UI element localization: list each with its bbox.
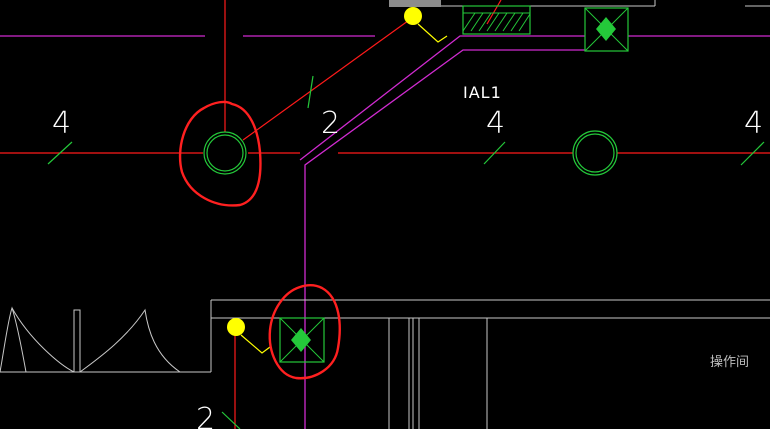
circle-light-icon[interactable]	[203, 131, 247, 175]
circuit-number-left: 4	[52, 106, 71, 141]
circuit-tick-marks	[47, 75, 765, 429]
panel-block-top	[389, 0, 441, 7]
circuit-number-middle: 2	[321, 106, 340, 141]
markup-circle-light	[178, 100, 262, 207]
diamond-emergency-light-icon[interactable]	[279, 317, 325, 363]
circuit-label-ial1: IAL1	[463, 83, 502, 102]
circuit-number-right-a: 4	[486, 106, 505, 141]
room-name-label: 操作间	[710, 354, 749, 370]
circuit-number-right-b: 4	[744, 106, 763, 141]
circuit-number-bottom: 2	[196, 402, 215, 429]
walls-bottom	[0, 299, 770, 429]
circle-light-icon[interactable]	[572, 130, 618, 176]
yellow-dot-switch-icon[interactable]	[404, 7, 448, 43]
yellow-dot-switch-icon[interactable]	[227, 318, 271, 354]
markup-circle-emergency-light	[268, 284, 341, 380]
hatched-distribution-box-icon[interactable]	[462, 5, 531, 35]
magenta-wiring	[0, 35, 770, 429]
diamond-emergency-light-icon[interactable]	[584, 7, 629, 52]
